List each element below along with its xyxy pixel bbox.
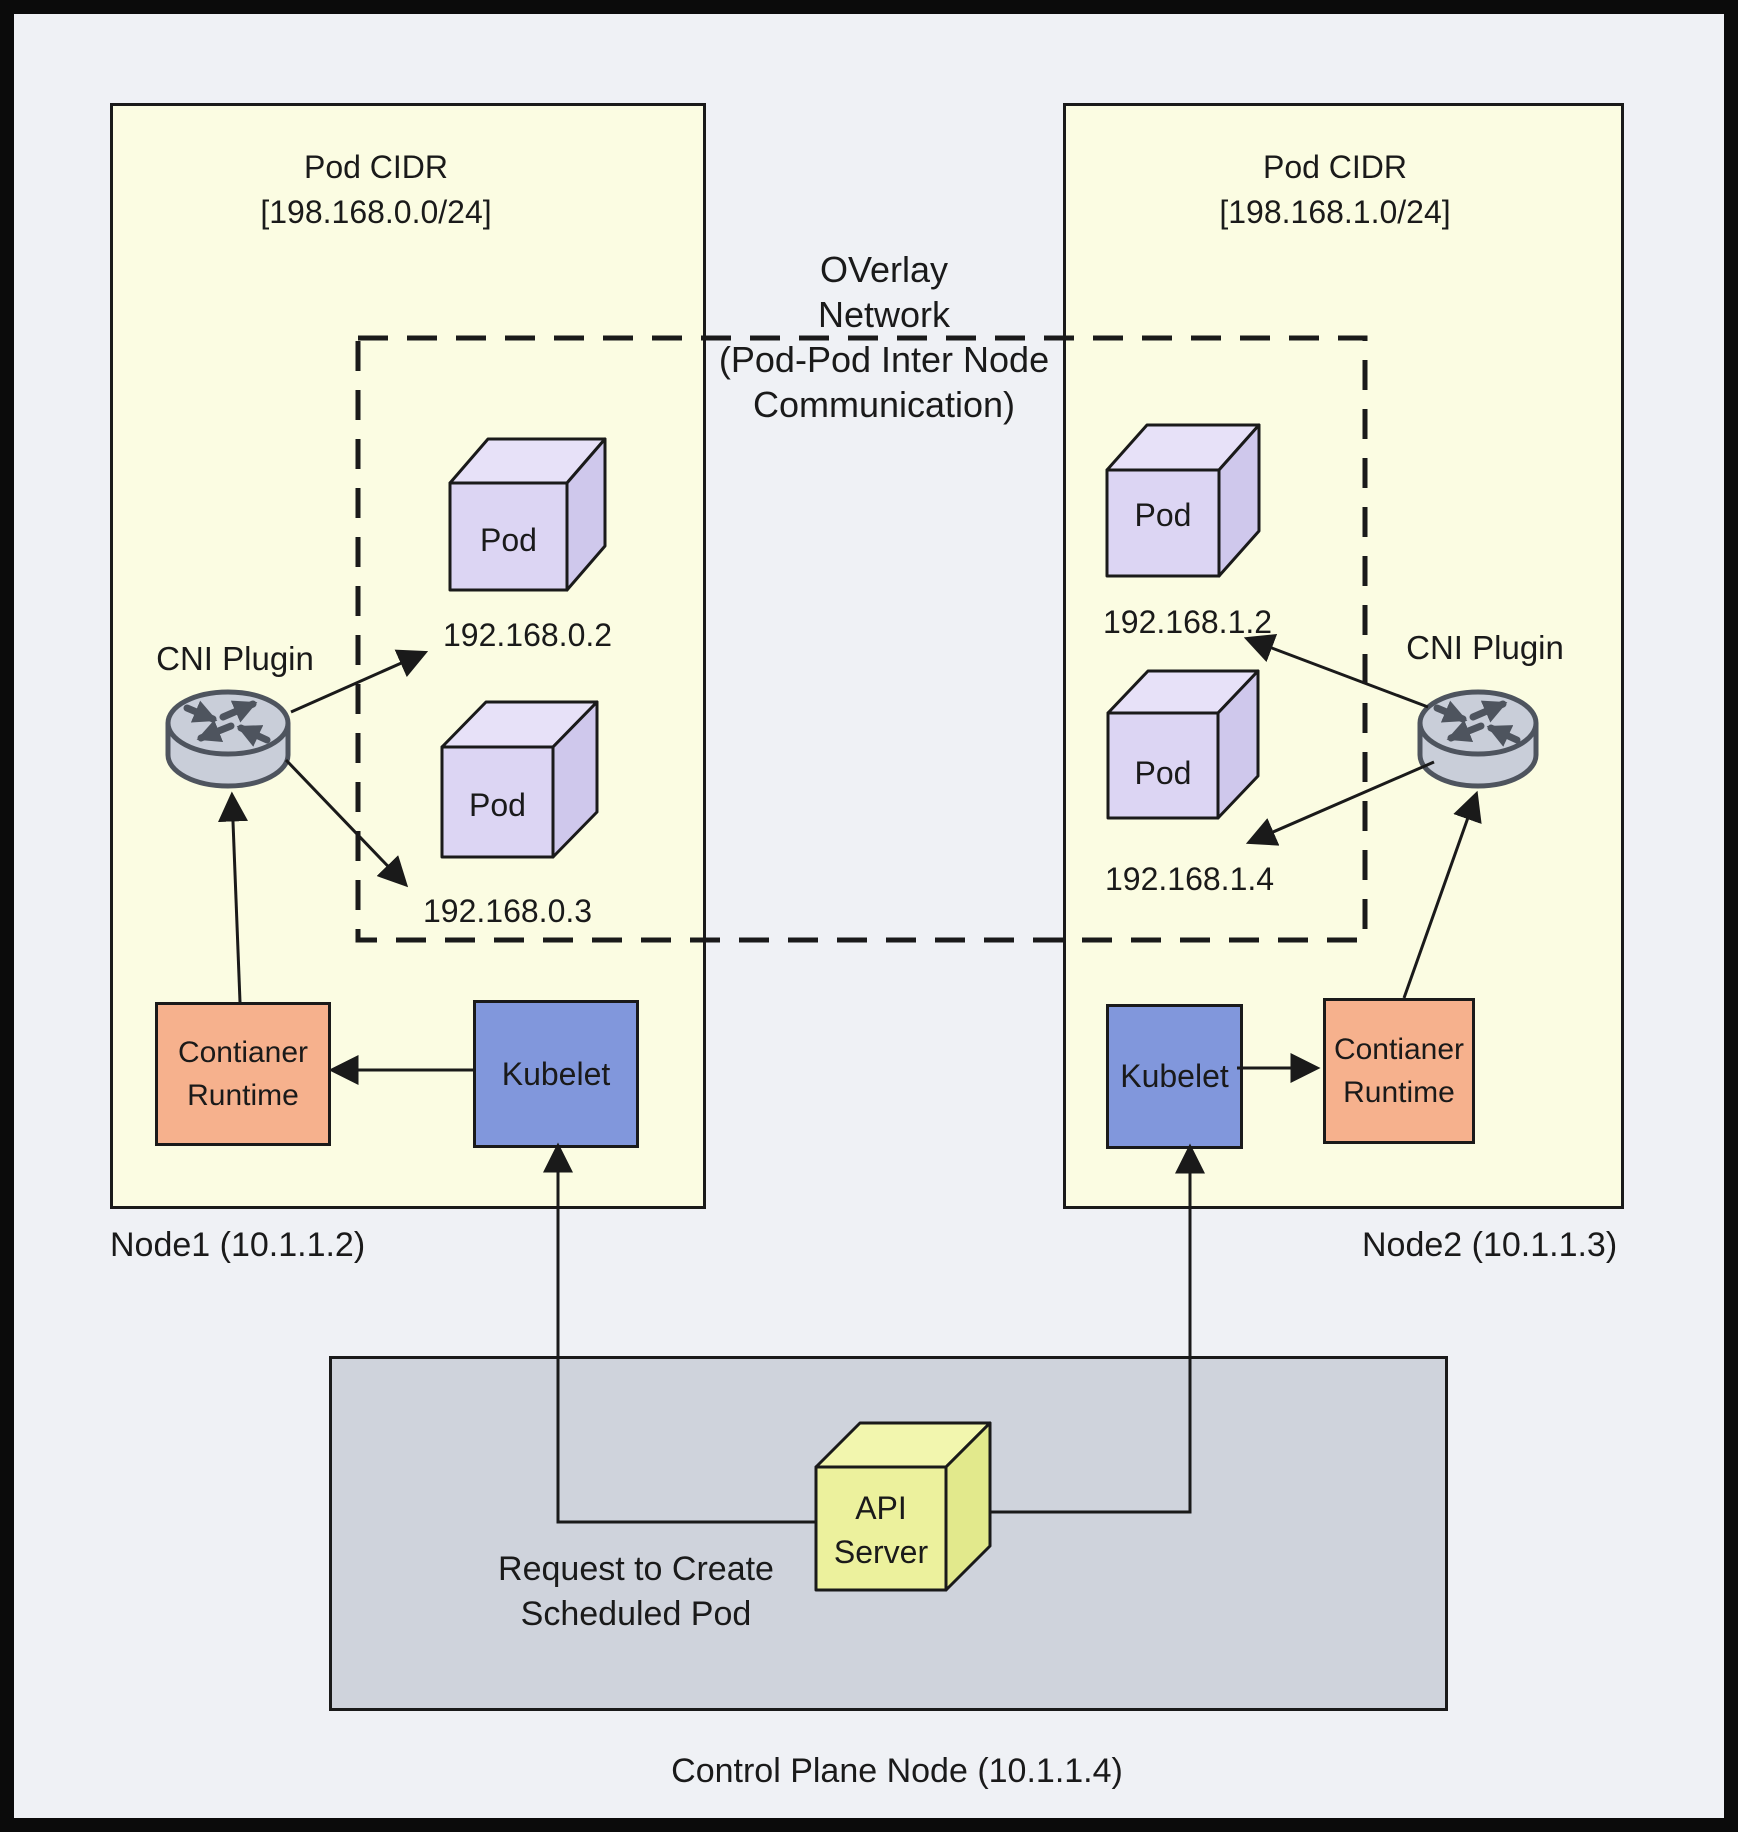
node1-pod2-label: Pod xyxy=(469,787,526,823)
node2-pod1-ip: 192.168.1.2 xyxy=(1103,604,1273,640)
overlay-network-label: OVerlay Network (Pod-Pod Inter Node Comm… xyxy=(718,249,1050,425)
node1-pod2-ip: 192.168.0.3 xyxy=(423,893,593,929)
node1-kubelet-box: Kubelet xyxy=(473,1000,639,1148)
node1-kubelet-label: Kubelet xyxy=(501,1055,611,1092)
node2-pod-cidr-title: Pod CIDR [198.168.1.0/24] xyxy=(1219,149,1451,230)
node2-container-runtime-box: Contianer Runtime xyxy=(1323,998,1475,1144)
control-plane-name-label: Control Plane Node (10.1.1.4) xyxy=(671,1752,1123,1790)
node2-cni-plugin-label: CNI Plugin xyxy=(1406,629,1564,666)
node2-kubelet-box: Kubelet xyxy=(1106,1004,1243,1149)
node1-container-runtime-box: Contianer Runtime xyxy=(155,1002,331,1146)
node1-pod1-label: Pod xyxy=(480,522,537,558)
node2-container-runtime-label: Contianer Runtime xyxy=(1333,1032,1465,1110)
node2-pod2-label: Pod xyxy=(1134,755,1192,791)
node2-kubelet-label: Kubelet xyxy=(1120,1058,1229,1095)
node1-container-runtime-label: Contianer Runtime xyxy=(177,1035,309,1113)
node2-pod1-label: Pod xyxy=(1134,497,1192,533)
node1-cni-plugin-label: CNI Plugin xyxy=(156,640,314,677)
node1-pod1-ip: 192.168.0.2 xyxy=(443,617,613,653)
node2-pod2-ip: 192.168.1.4 xyxy=(1105,861,1275,897)
node1-pod-cidr-title: Pod CIDR [198.168.0.0/24] xyxy=(260,149,492,230)
node1-name-label: Node1 (10.1.1.2) xyxy=(110,1226,366,1264)
node2-name-label: Node2 (10.1.1.3) xyxy=(1362,1226,1618,1264)
request-to-create-label: Request to Create Scheduled Pod xyxy=(498,1550,774,1633)
